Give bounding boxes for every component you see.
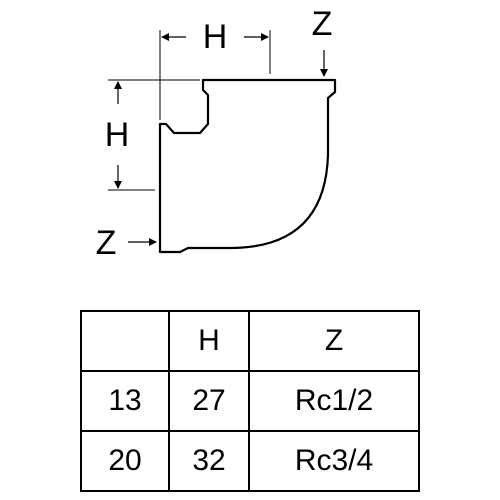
header-cell-h: H [168, 310, 250, 372]
label-h-top: H [203, 18, 228, 56]
cell-size: 20 [80, 430, 170, 492]
spec-table: H Z 13 27 Rc1/2 20 32 Rc3/4 [80, 310, 420, 492]
table-row: 20 32 Rc3/4 [80, 430, 420, 492]
table-row: 13 27 Rc1/2 [80, 370, 420, 432]
header-cell-blank [80, 310, 170, 372]
table-header-row: H Z [80, 310, 420, 372]
cell-z: Rc1/2 [248, 370, 420, 432]
cell-size: 13 [80, 370, 170, 432]
label-z-left: Z [96, 224, 117, 262]
cell-h: 32 [168, 430, 250, 492]
label-h-left: H [105, 116, 130, 154]
elbow-outline [158, 78, 337, 254]
cell-h: 27 [168, 370, 250, 432]
header-cell-z: Z [248, 310, 420, 372]
label-z-top: Z [312, 5, 333, 43]
cell-z: Rc3/4 [248, 430, 420, 492]
elbow-fitting-diagram: H Z H Z [96, 5, 337, 262]
